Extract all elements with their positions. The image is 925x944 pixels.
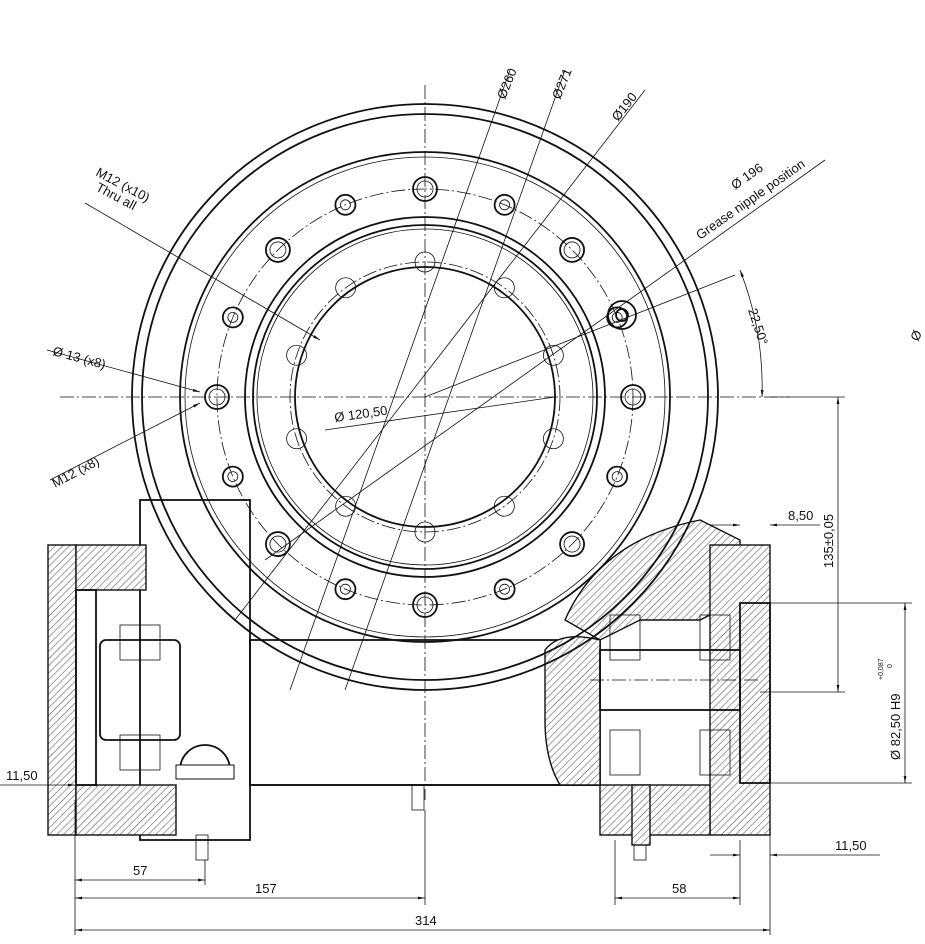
inner-threaded-hole — [335, 277, 357, 299]
dim-d82-50: Ø 82,50 H9 — [888, 694, 903, 761]
callout-labels: Ø260 Ø271 Ø190 Ø 196 Grease nipple posit… — [49, 66, 925, 491]
diameter-leaders — [46, 69, 826, 691]
threaded-hole-m12 — [221, 306, 244, 329]
inner-threaded-hole — [542, 344, 564, 366]
dim-314: 314 — [415, 913, 437, 928]
through-hole-inner — [563, 241, 581, 259]
label-angle: 22,50° — [745, 306, 771, 347]
threaded-hole-m12 — [334, 578, 357, 601]
label-d190: Ø190 — [609, 90, 640, 124]
through-hole-inner — [269, 535, 287, 553]
dim-58: 58 — [672, 881, 686, 896]
dim-left-11-50: 11,50 — [6, 768, 38, 783]
threaded-hole-m12 — [221, 465, 244, 488]
threaded-hole-inner — [340, 583, 351, 595]
grease-nipple-core — [615, 308, 629, 322]
label-m12x8: M12 (x8) — [49, 453, 101, 490]
inner-threaded-hole — [286, 344, 308, 366]
dim-157: 157 — [255, 881, 277, 896]
inner-threaded-hole — [286, 428, 308, 450]
label-d271: Ø271 — [549, 66, 575, 101]
through-hole-inner — [563, 535, 581, 553]
through-hole-13 — [559, 531, 585, 557]
inner-threaded-hole — [335, 495, 357, 517]
dim-57: 57 — [133, 863, 147, 878]
threaded-hole-inner — [227, 312, 239, 323]
dimension-lines: 314 157 57 58 11,50 11,50 8,50 135±0,05 … — [0, 396, 912, 935]
dim-tolerance-upper: +0,087 — [878, 658, 885, 680]
dim-135: 135±0,05 — [821, 514, 836, 568]
through-hole-13 — [265, 237, 291, 263]
inner-threaded-hole — [542, 428, 564, 450]
label-d13: Ø 13 (x8) — [51, 343, 107, 372]
threaded-hole-m12 — [493, 193, 516, 216]
gearbox-housing — [47, 499, 771, 861]
threaded-hole-inner — [227, 471, 239, 482]
through-hole-inner — [269, 241, 287, 259]
through-hole-13 — [559, 237, 585, 263]
dim-right-11-50: 11,50 — [835, 838, 867, 853]
threaded-hole-inner — [340, 199, 351, 211]
inner-threaded-hole — [493, 495, 515, 517]
threaded-hole-inner — [611, 471, 623, 482]
threaded-hole-m12 — [493, 578, 516, 601]
dim-8-50: 8,50 — [788, 508, 813, 523]
label-d120: Ø 120,50 — [333, 403, 388, 425]
label-partial-phi: Ø — [907, 328, 925, 344]
threaded-hole-m12 — [606, 465, 629, 488]
threaded-hole-inner — [499, 199, 510, 211]
threaded-hole-inner — [499, 583, 510, 595]
dim-tolerance-lower: 0 — [887, 664, 894, 668]
threaded-hole-m12 — [334, 193, 357, 216]
through-hole-13 — [265, 531, 291, 557]
label-d260: Ø260 — [494, 66, 520, 101]
inner-threaded-hole — [493, 277, 515, 299]
bolt-holes — [204, 176, 646, 618]
brand-logo — [175, 744, 235, 780]
